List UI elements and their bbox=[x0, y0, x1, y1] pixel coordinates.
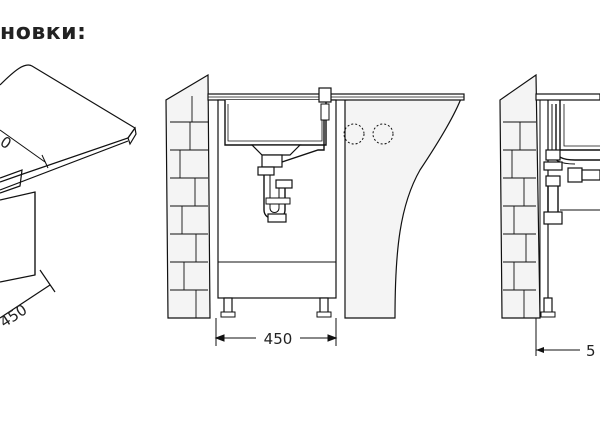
center-diagram bbox=[165, 73, 465, 346]
cabinet-side bbox=[0, 191, 36, 283]
side-panel bbox=[344, 95, 463, 319]
right-diagram bbox=[499, 73, 600, 356]
dimension-label-right-partial: 5 bbox=[586, 342, 596, 360]
wall-bricks bbox=[170, 96, 208, 318]
overflow-cap bbox=[318, 87, 332, 103]
dimension-line-center bbox=[214, 318, 338, 346]
mounting-hole-1 bbox=[343, 123, 365, 145]
left-diagram bbox=[0, 64, 137, 319]
section-heading: новки: bbox=[0, 20, 87, 45]
overflow-pipe bbox=[281, 104, 325, 163]
dimension-label-left-partial: 0 bbox=[0, 133, 15, 153]
dimension-label-center: 450 bbox=[264, 330, 293, 348]
brick-wall-right bbox=[499, 73, 541, 319]
mounting-hole-2 bbox=[372, 123, 394, 145]
dimension-label-left-diagonal: 450 bbox=[0, 301, 30, 332]
drain-flange bbox=[250, 144, 302, 156]
brick-wall bbox=[165, 73, 211, 319]
sink-bowl bbox=[224, 100, 327, 146]
dimension-line-left bbox=[0, 284, 51, 319]
